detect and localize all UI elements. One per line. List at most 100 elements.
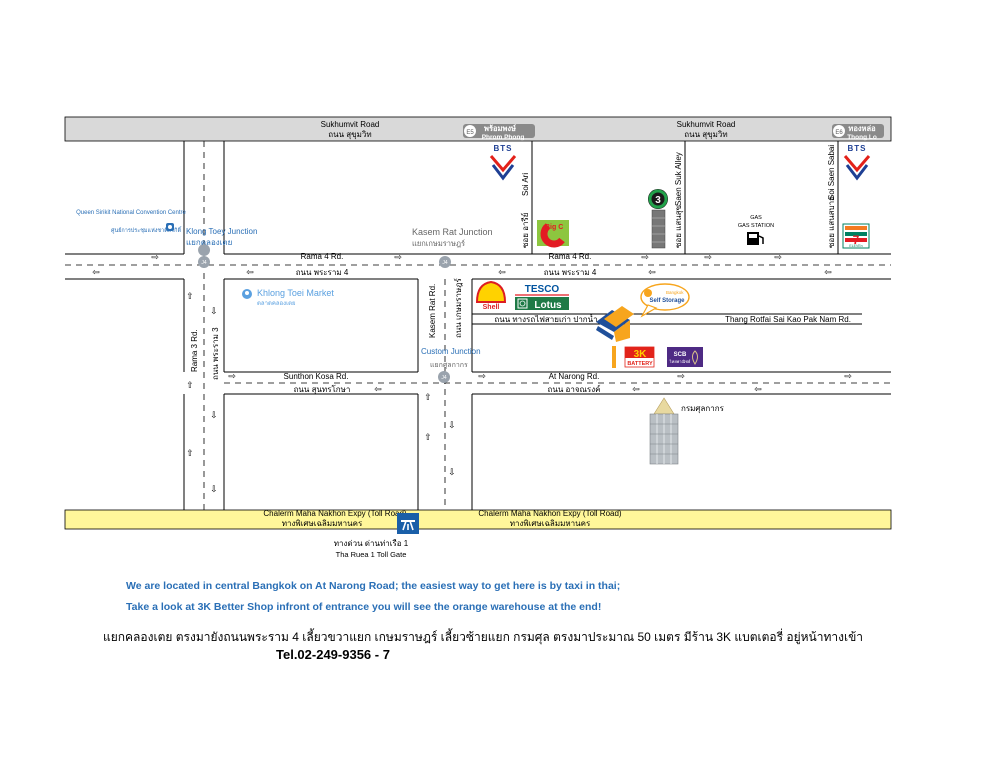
junction-marker-icon: J4	[438, 371, 450, 383]
expressway-icon	[397, 513, 419, 534]
svg-text:J4: J4	[201, 260, 207, 266]
thong-lo-code: E6	[835, 130, 843, 136]
klong-toey-junction-en: Klong Toey Junction	[186, 227, 257, 236]
arrow-down-icon: ⇩	[210, 410, 218, 420]
kasemrat-road-th: ถนน เกษมราษฎร์	[453, 277, 463, 338]
3k-battery-logo: 3K BATTERY	[624, 346, 655, 368]
svg-text:BATTERY: BATTERY	[627, 361, 653, 367]
svg-text:7: 7	[853, 233, 860, 247]
expy-left-th: ทางพิเศษเฉลิมมหานคร	[282, 519, 363, 528]
qsncc-place: Queen Sirikit National Convention Centre…	[76, 210, 186, 234]
saen-suk-th: ซอย แสนสุข	[674, 205, 683, 248]
rama4-upper-right: Rama 4 Rd.	[549, 252, 592, 261]
thong-lo-station: E6 ทองหล่อ Thong Lo	[832, 124, 884, 141]
expy-left-en: Chalerm Maha Nakhon Expy (Toll Road)	[263, 509, 407, 518]
directions-thai: แยกคลองเตย ตรงมายังถนนพระราม 4 เลี้ยวขวา…	[103, 630, 864, 644]
seven-eleven-logo: 7 ELEVEn	[842, 223, 870, 249]
self-storage-logo: Bangkok Self Storage	[640, 283, 690, 318]
svg-text:TESCO: TESCO	[525, 284, 560, 295]
svg-text:ELEVEn: ELEVEn	[849, 244, 862, 248]
arrow-up-icon: ⇧	[186, 448, 194, 458]
arrow-down-icon: ⇩	[448, 420, 456, 430]
entrance-marker	[612, 346, 616, 368]
arrow-up-icon: ⇧	[186, 291, 194, 301]
custom-junction-en: Custom Junction	[421, 347, 481, 356]
svg-text:GAS STATION: GAS STATION	[738, 223, 774, 229]
arrow-left-icon: ⇦	[754, 384, 762, 394]
thong-lo-th: ทองหล่อ	[848, 124, 875, 133]
arrow-left-icon: ⇦	[648, 267, 656, 277]
tesco-lotus-logo: TESCO Lotus	[515, 284, 569, 311]
rama3-en: Rama 3 Rd.	[190, 329, 199, 372]
arrow-right-icon: ⇨	[478, 371, 486, 381]
bts-label: BTS	[494, 144, 513, 153]
rama3-th: ถนน พระราม 3	[211, 327, 220, 380]
saen-sabai-th: ซอย แสนสบาย	[827, 196, 836, 248]
arrow-down-icon: ⇩	[448, 467, 456, 477]
khlong-toei-market-place: Khlong Toei Market ตลาดคลองเตย	[242, 288, 334, 307]
sukhumvit-left-th: ถนน สุขุมวิท	[328, 130, 371, 139]
arrow-down-icon: ⇩	[210, 306, 218, 316]
customs-department-building: กรมศุลกากร	[649, 397, 725, 465]
svg-text:Bangkok: Bangkok	[666, 290, 684, 295]
svg-text:J4: J4	[441, 375, 447, 381]
rama4-th-left: ถนน พระราม 4	[296, 268, 349, 277]
svg-text:ไทยพาณิชย์: ไทยพาณิชย์	[669, 359, 691, 364]
big-c-logo: Big C	[537, 220, 569, 248]
soi-ari-en: Soi Ari	[521, 173, 530, 196]
thangrotfai-th: ถนน ทางรถไฟสายเก่า ปากน้ำ	[494, 313, 597, 324]
rama4-upper-left: Rama 4 Rd.	[301, 252, 344, 261]
svg-text:Shell: Shell	[483, 304, 500, 311]
arrow-left-icon: ⇦	[632, 384, 640, 394]
scb-bank-logo: SCB ไทยพาณิชย์	[667, 347, 703, 367]
svg-text:Big C: Big C	[545, 224, 563, 231]
arrow-left-icon: ⇦	[824, 267, 832, 277]
bts-logo-icon: BTS	[489, 144, 517, 181]
svg-text:Lotus: Lotus	[534, 300, 562, 311]
shell-logo: Shell	[475, 280, 507, 311]
klong-toey-junction-th: แยกคลองเตย	[186, 238, 232, 247]
arrow-up-icon: ⇧	[424, 392, 432, 402]
svg-text:3: 3	[655, 195, 661, 206]
svg-text:GAS: GAS	[750, 215, 762, 221]
rama4-th-right: ถนน พระราม 4	[544, 268, 597, 277]
directions-english-line-1: We are located in central Bangkok on At …	[126, 580, 621, 592]
phrom-phong-en: Phrom Phong	[482, 134, 525, 141]
arrow-right-icon: ⇨	[677, 371, 685, 381]
telephone-number: Tel.02-249-9356 - 7	[276, 647, 390, 662]
sukhumvit-right-en: Sukhumvit Road	[677, 120, 736, 129]
arrow-right-icon: ⇨	[844, 371, 852, 381]
arrow-right-icon: ⇨	[228, 371, 236, 381]
kasemrat-road-en: Kasem Rat Rd.	[428, 284, 437, 338]
expy-right-th: ทางพิเศษเฉลิมมหานคร	[510, 519, 591, 528]
atnarong-en: At Narong Rd.	[549, 372, 600, 381]
atnarong-th: ถนน อาจณรงค์	[548, 384, 601, 394]
expressway-road	[64, 509, 892, 530]
junction-marker-icon: J4	[439, 256, 451, 268]
phrom-phong-code: E5	[466, 130, 474, 136]
arrow-left-icon: ⇦	[374, 384, 382, 394]
phrom-phong-station: E5 พร้อมพงษ์ Phrom Phong	[463, 124, 535, 141]
toll-gate-th: ทางด่วน ด่านท่าเรือ 1	[334, 539, 409, 548]
svg-text:3K: 3K	[634, 349, 648, 360]
svg-text:Khlong Toei Market: Khlong Toei Market	[257, 288, 334, 298]
svg-text:กรมศุลกากร: กรมศุลกากร	[681, 404, 725, 413]
channel3-building: 3	[648, 189, 668, 249]
sukhumvit-right-th: ถนน สุขุมวิท	[684, 130, 727, 139]
sukhumvit-left-en: Sukhumvit Road	[321, 120, 380, 129]
phrom-phong-th: พร้อมพงษ์	[484, 124, 516, 133]
saen-suk-en: Saen Suk Alley	[674, 152, 683, 206]
arrow-right-icon: ⇨	[151, 252, 159, 262]
bts-label: BTS	[848, 144, 867, 153]
arrow-left-icon: ⇦	[246, 267, 254, 277]
soi-ari-th: ซอย อารีย์	[520, 213, 530, 248]
arrow-right-icon: ⇨	[704, 252, 712, 262]
sunthon-en: Sunthon Kosa Rd.	[284, 372, 349, 381]
directions-english-line-2: Take a look at 3K Better Shop infront of…	[126, 601, 602, 613]
arrow-up-icon: ⇧	[424, 432, 432, 442]
custom-junction-th: แยกศุลกากร	[430, 362, 468, 369]
warehouse-logo-icon	[596, 306, 634, 342]
thangrotfai-en: Thang Rotfai Sai Kao Pak Nam Rd.	[725, 315, 851, 324]
arrow-right-icon: ⇨	[774, 252, 782, 262]
toll-gate-en: Tha Ruea 1 Toll Gate	[336, 550, 407, 559]
